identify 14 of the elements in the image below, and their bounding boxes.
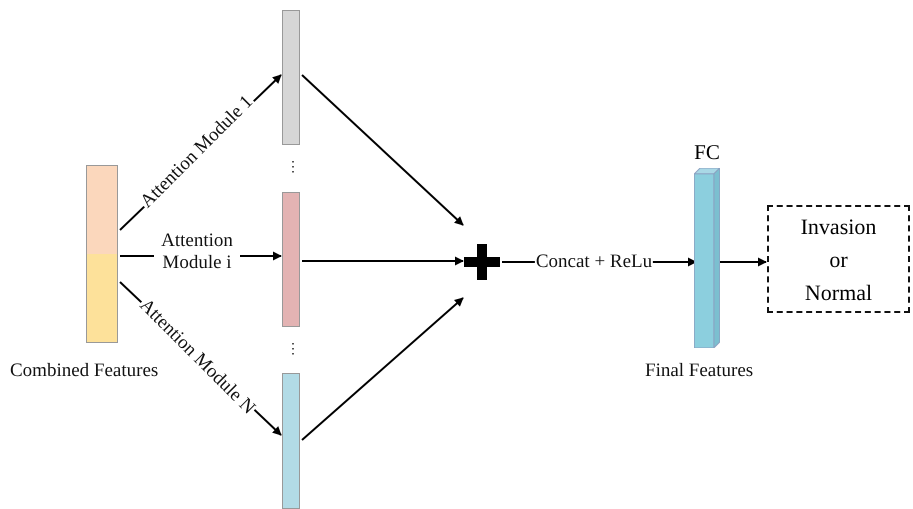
arrow [719,258,767,266]
arrow [301,297,464,441]
feature-bar [86,165,118,343]
output-box: Invasion or Normal [767,205,910,313]
arrow [302,256,464,266]
feature-bar [282,373,300,509]
feature-bar [282,192,300,327]
layer-heading: FC [694,140,720,164]
plus-sign [464,244,500,280]
arrow [301,74,464,226]
feature-bar [282,10,300,145]
feature-caption: Final Features [645,360,754,382]
ellipsis-mark: ⋮ [286,341,300,358]
ellipsis-mark: ⋮ [286,159,300,176]
